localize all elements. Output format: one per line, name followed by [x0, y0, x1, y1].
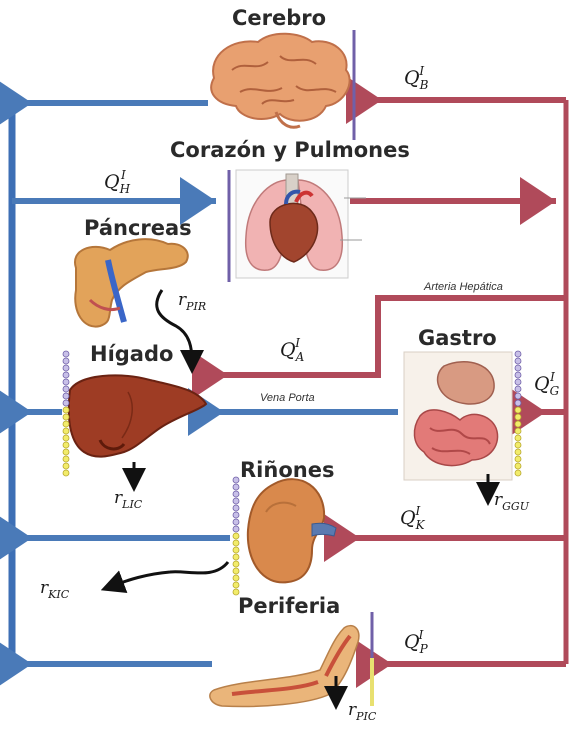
- flow-label-periphery: QPI: [404, 628, 423, 656]
- gut-bead: [515, 407, 521, 413]
- flow-label-heart: QHI: [104, 168, 126, 196]
- flow-label-gut: QGI: [534, 370, 555, 398]
- rate-label-kidney: rKIC: [40, 578, 69, 601]
- gut-bead: [515, 456, 521, 462]
- organ-label-brain: Cerebro: [232, 6, 326, 30]
- rate-label-liver: rLIC: [114, 488, 142, 511]
- rate-label-gut: rGGU: [494, 490, 529, 513]
- gut-bead: [515, 358, 521, 364]
- kidney-bead: [233, 554, 239, 560]
- kidney-bead: [233, 512, 239, 518]
- gut-bead: [515, 470, 521, 476]
- organ-label-liver: Hígado: [90, 342, 173, 366]
- gut-bead: [515, 414, 521, 420]
- liver-bead: [63, 372, 69, 378]
- vessel-label-hepatic-artery: Arteria Hepática: [424, 281, 503, 293]
- pancreas-illustration: [75, 239, 188, 326]
- liver-bead: [63, 386, 69, 392]
- organ-label-periphery: Periferia: [238, 594, 340, 618]
- liver-bead: [63, 379, 69, 385]
- heart-lungs-illustration: [236, 170, 366, 278]
- gut-bead: [515, 379, 521, 385]
- kidney-bead: [233, 498, 239, 504]
- gut-bead: [515, 442, 521, 448]
- gut-bead: [515, 365, 521, 371]
- kidney-interstitial-column: [233, 477, 239, 595]
- rate-label-periphery: rPIC: [348, 700, 376, 723]
- kidney-bead: [233, 505, 239, 511]
- liver-bead: [63, 407, 69, 413]
- rate-label-pancreas: rPIR: [178, 290, 206, 313]
- gut-bead: [515, 386, 521, 392]
- organ-label-kidney: Riñones: [240, 458, 334, 482]
- liver-bead: [63, 470, 69, 476]
- brain-illustration: [211, 34, 349, 128]
- liver-bead: [63, 365, 69, 371]
- kidney-bead: [233, 547, 239, 553]
- gut-illustration: [404, 352, 512, 480]
- liver-bead: [63, 428, 69, 434]
- kidney-bead: [233, 484, 239, 490]
- kidney-bead: [233, 582, 239, 588]
- kidney-bead: [233, 519, 239, 525]
- liver-illustration: [69, 375, 206, 456]
- flow-label-liver: QAI: [280, 336, 300, 364]
- liver-bead: [63, 463, 69, 469]
- gut-bead: [515, 428, 521, 434]
- liver-bead: [63, 435, 69, 441]
- hepatic-artery-line: [216, 298, 566, 375]
- gut-bead: [515, 351, 521, 357]
- gut-bead: [515, 421, 521, 427]
- organ-label-heart-lungs: Corazón y Pulmones: [170, 138, 410, 162]
- liver-bead: [63, 393, 69, 399]
- gut-interstitial-column: [515, 351, 521, 476]
- liver-bead: [63, 358, 69, 364]
- vessel-label-portal-vein: Vena Porta: [260, 392, 315, 404]
- kidney-bead: [233, 575, 239, 581]
- kidney-bead: [233, 540, 239, 546]
- liver-bead: [63, 456, 69, 462]
- flow-label-kidney: QKI: [400, 504, 420, 532]
- kidney-bead: [233, 491, 239, 497]
- gut-bead: [515, 463, 521, 469]
- kidney-bead: [233, 477, 239, 483]
- gut-bead: [515, 449, 521, 455]
- organ-label-pancreas: Páncreas: [84, 216, 192, 240]
- gut-bead: [515, 372, 521, 378]
- gut-bead: [515, 393, 521, 399]
- liver-bead: [63, 421, 69, 427]
- gut-bead: [515, 435, 521, 441]
- liver-bead: [63, 442, 69, 448]
- liver-bead: [63, 351, 69, 357]
- kidney-illustration: [248, 479, 336, 582]
- kidney-bead: [233, 568, 239, 574]
- kidney-bead: [233, 561, 239, 567]
- liver-bead: [63, 400, 69, 406]
- rate-arrow-kidney: [112, 562, 228, 586]
- kidney-bead: [233, 526, 239, 532]
- gut-bead: [515, 400, 521, 406]
- liver-bead: [63, 414, 69, 420]
- flow-label-brain: QBI: [404, 64, 424, 92]
- organ-label-gut: Gastro: [418, 326, 497, 350]
- kidney-bead: [233, 533, 239, 539]
- liver-bead: [63, 449, 69, 455]
